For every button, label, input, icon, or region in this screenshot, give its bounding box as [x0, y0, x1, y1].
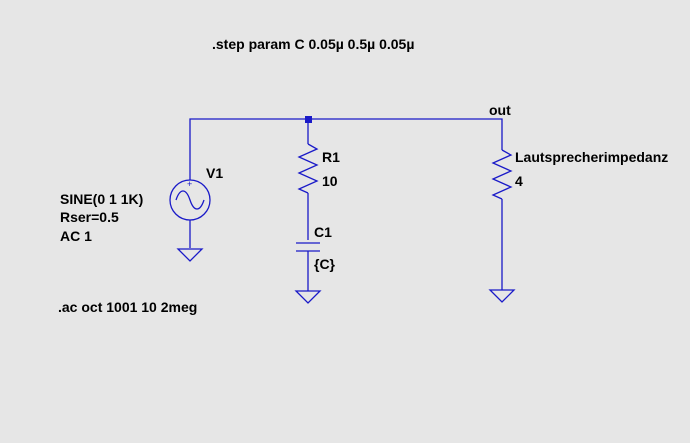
ground-symbol-v1 [176, 248, 204, 262]
capacitor-c1 [296, 242, 320, 291]
svg-text:+: + [187, 179, 192, 189]
c1-value-label: {C} [314, 256, 336, 272]
r1-name-label: R1 [322, 149, 340, 165]
v1-name-label: V1 [206, 165, 223, 181]
net-label-out: out [489, 102, 511, 118]
ac-directive: .ac oct 1001 10 2meg [58, 299, 197, 315]
top-wire [189, 118, 503, 168]
resistor-load [491, 149, 513, 290]
load-value-label: 4 [515, 173, 523, 189]
v1-ac-label: AC 1 [60, 228, 92, 244]
ground-symbol-load [488, 289, 516, 303]
v1-value-label: SINE(0 1 1K) [60, 191, 143, 207]
v1-rser-label: Rser=0.5 [60, 209, 119, 225]
r1-value-label: 10 [322, 173, 338, 189]
c1-name-label: C1 [314, 224, 332, 240]
step-directive: .step param C 0.05µ 0.5µ 0.05µ [212, 36, 414, 52]
voltage-source-v1: + [169, 168, 211, 248]
ground-symbol-c1 [294, 290, 322, 304]
load-name-label: Lautsprecherimpedanz [515, 149, 668, 165]
resistor-r1 [297, 119, 319, 240]
